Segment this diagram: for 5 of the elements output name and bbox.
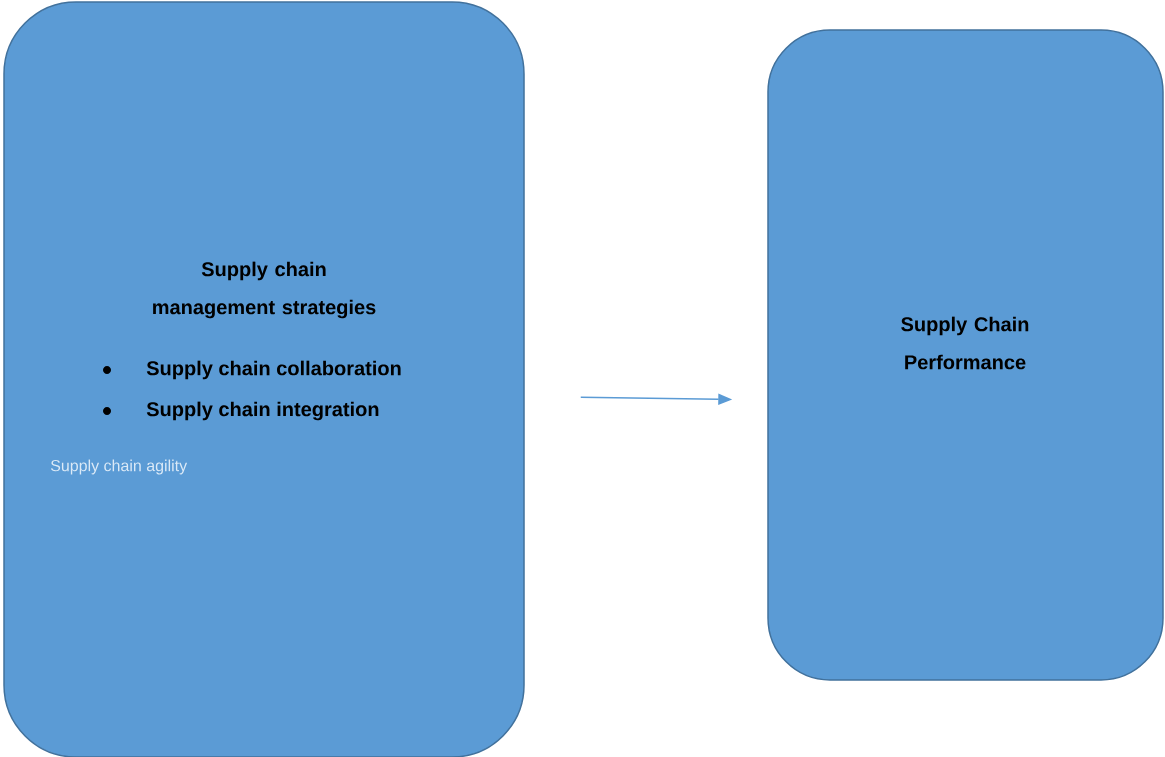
faint-text: Supply chain agility — [50, 459, 188, 475]
heading: Supply Chain Performance — [901, 316, 1029, 370]
heading: Supply chain management strategies — [153, 261, 376, 319]
bullet-item: Supply chain integration — [146, 401, 379, 421]
bullet-item: Supply chain collaboration — [146, 360, 401, 380]
